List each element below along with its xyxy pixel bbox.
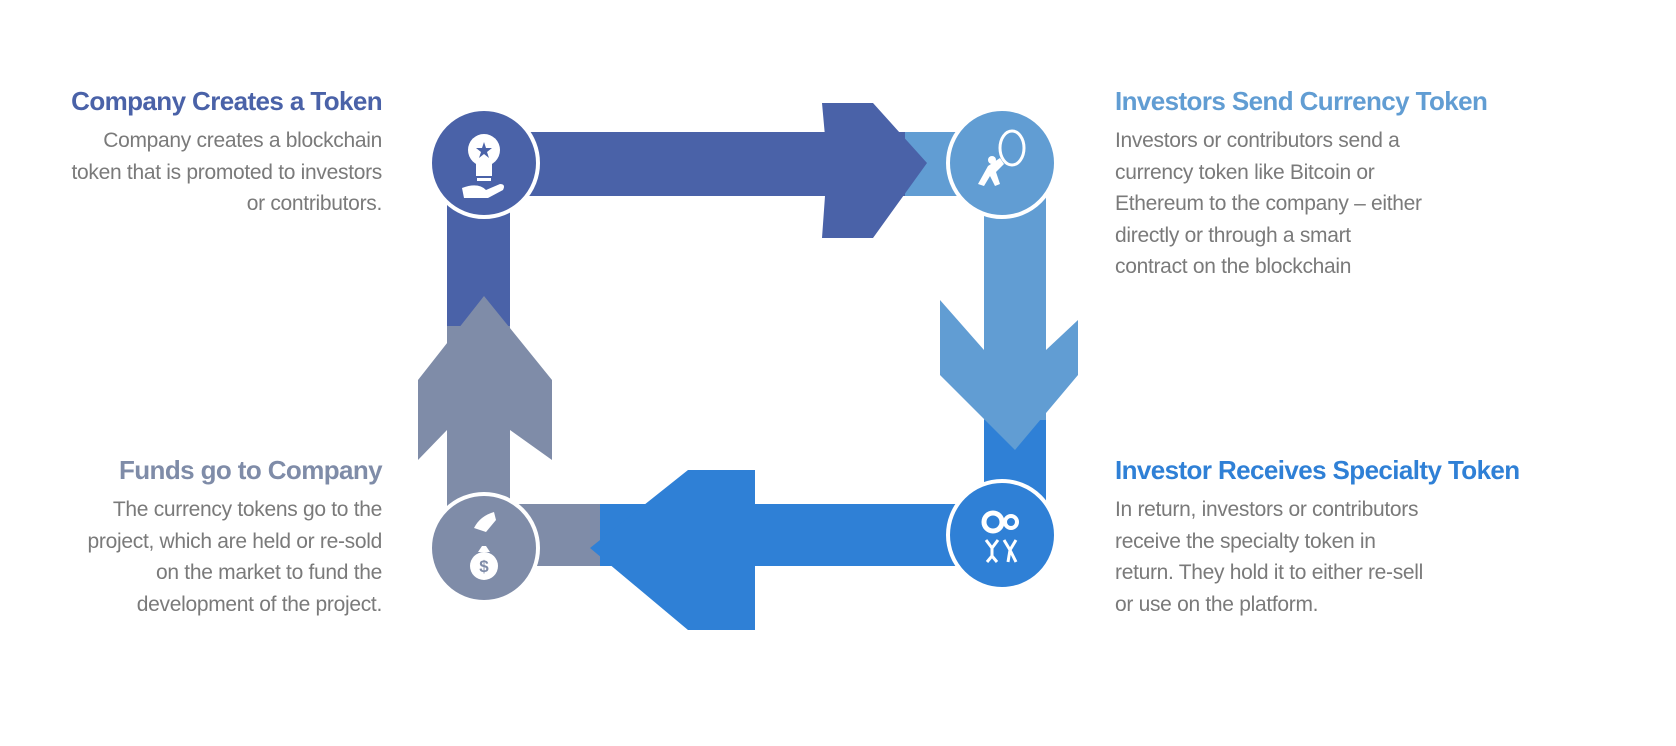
description-line: In return, investors or contributors [1115, 498, 1419, 521]
step-company-creates-token: Company Creates a Token Company creates … [0, 86, 382, 220]
description-line: The currency tokens go to the [112, 498, 382, 521]
person-pushing-coin-icon [946, 107, 1058, 219]
step-title: Investors Send Currency Token [1115, 86, 1488, 116]
step-investors-send-currency: Investors Send Currency Token Investors … [1115, 86, 1535, 283]
step-description: The currency tokens go to the project, w… [0, 494, 383, 620]
description-line: development of the project. [136, 592, 383, 616]
description-line: Investors or contributors send a [1115, 129, 1400, 152]
description-line: receive the specialty token in [1115, 529, 1376, 553]
arrow-left [590, 470, 1000, 630]
arrow-down [940, 250, 1078, 450]
description-line: return. They hold it to either re-sell [1115, 561, 1424, 584]
arrow-up [418, 296, 552, 500]
gears-people-icon [946, 479, 1058, 591]
hand-money-bag-icon: $ [428, 492, 540, 604]
step-title: Investor Receives Specialty Token [1115, 455, 1520, 485]
description-line: token that is promoted to investors [71, 160, 383, 184]
step-title: Funds go to Company [118, 455, 383, 485]
description-line: Company creates a blockchain [103, 129, 382, 152]
arrow-right [540, 103, 927, 238]
description-line: project, which are held or re-sold [87, 529, 383, 553]
description-line: or use on the platform. [1115, 592, 1319, 616]
step-investor-receives-token: Investor Receives Specialty Token In ret… [1115, 455, 1535, 620]
lightbulb-in-hand-icon [428, 107, 540, 219]
step-description: Company creates a blockchain token that … [0, 125, 383, 220]
step-description: Investors or contributors send a currenc… [1115, 125, 1535, 283]
description-line: currency token like Bitcoin or [1115, 160, 1375, 184]
step-description: In return, investors or contributors rec… [1115, 494, 1535, 620]
description-line: contract on the blockchain [1115, 255, 1352, 278]
svg-text:$: $ [479, 557, 489, 576]
description-line: or contributors. [246, 192, 383, 215]
description-line: Ethereum to the company – either [1115, 192, 1422, 215]
step-title: Company Creates a Token [71, 86, 382, 116]
description-line: directly or through a smart [1115, 223, 1351, 247]
step-funds-go-to-company: Funds go to Company The currency tokens … [0, 455, 383, 620]
description-line: on the market to fund the [156, 561, 382, 584]
